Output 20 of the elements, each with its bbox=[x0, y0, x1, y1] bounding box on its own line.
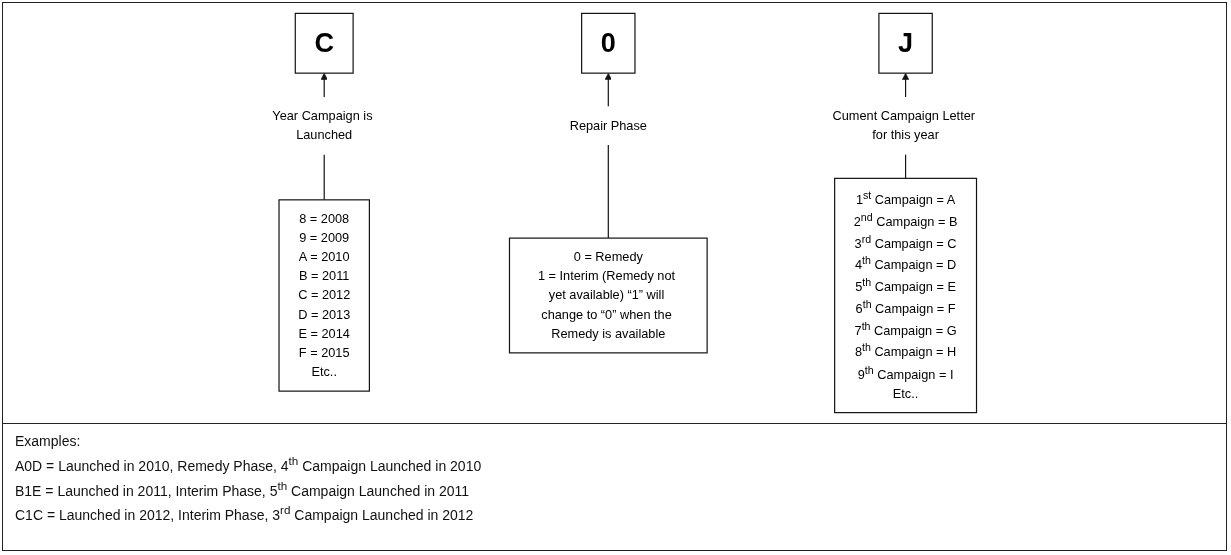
example-note: A0D = Launched in 2010, Remedy Phase, 4$^{th}$ Campaign Launched in 2010 bbox=[15, 453, 483, 476]
node-box bbox=[877, 12, 933, 74]
node-box bbox=[278, 199, 370, 392]
example-note: C1C = Launched in 2012, Interim Phase, 3$^{rd}$ Campaign Launched in 2012 bbox=[15, 502, 475, 525]
arrow bbox=[901, 72, 909, 98]
node-text: Repair Phase bbox=[569, 118, 647, 133]
arrow bbox=[604, 72, 612, 108]
connector bbox=[904, 153, 906, 179]
connector bbox=[607, 144, 609, 239]
node-box bbox=[833, 177, 977, 414]
example-note: B1E = Launched in 2011, Interim Phase, 5$^{th}$ Campaign Launched in 2011 bbox=[15, 477, 471, 501]
node-text: Year Campaign is Launched bbox=[271, 109, 373, 142]
arrow bbox=[320, 72, 328, 98]
connector bbox=[323, 153, 325, 201]
node-text: Cument Campaign Letter for this year bbox=[832, 109, 975, 142]
node-box bbox=[580, 12, 636, 74]
node-box bbox=[294, 12, 354, 74]
flow-diagram: C 0 J Year Campaign is Launched Repair Phase Cument Campaign Letter for this year 8 = 2008 9 = 2009 A = 2010 B = 2011 C = 2012 D = 2013 E = 2014 F = 2015 Etc.. 0 = Remedy 1 = Interim (Remedy not yet available) “1” will change to “0” when the Remedy is available 1$^{st}$ Campaign = A 2$^{nd}$ Campaign = B 3$^{rd}$ Campaign = C 4$^{th}$ Campaign = D 5$^{th}$ Campaign = E 6$^{th}$ Campaign = F 7$^{th}$ Campaign = G 8$^{th}$ Campaign = H 9$^{th}$ Campaign = I Etc.. bbox=[218, 7, 1011, 419]
example-note: Examples: bbox=[15, 432, 82, 451]
node-box bbox=[508, 237, 708, 354]
